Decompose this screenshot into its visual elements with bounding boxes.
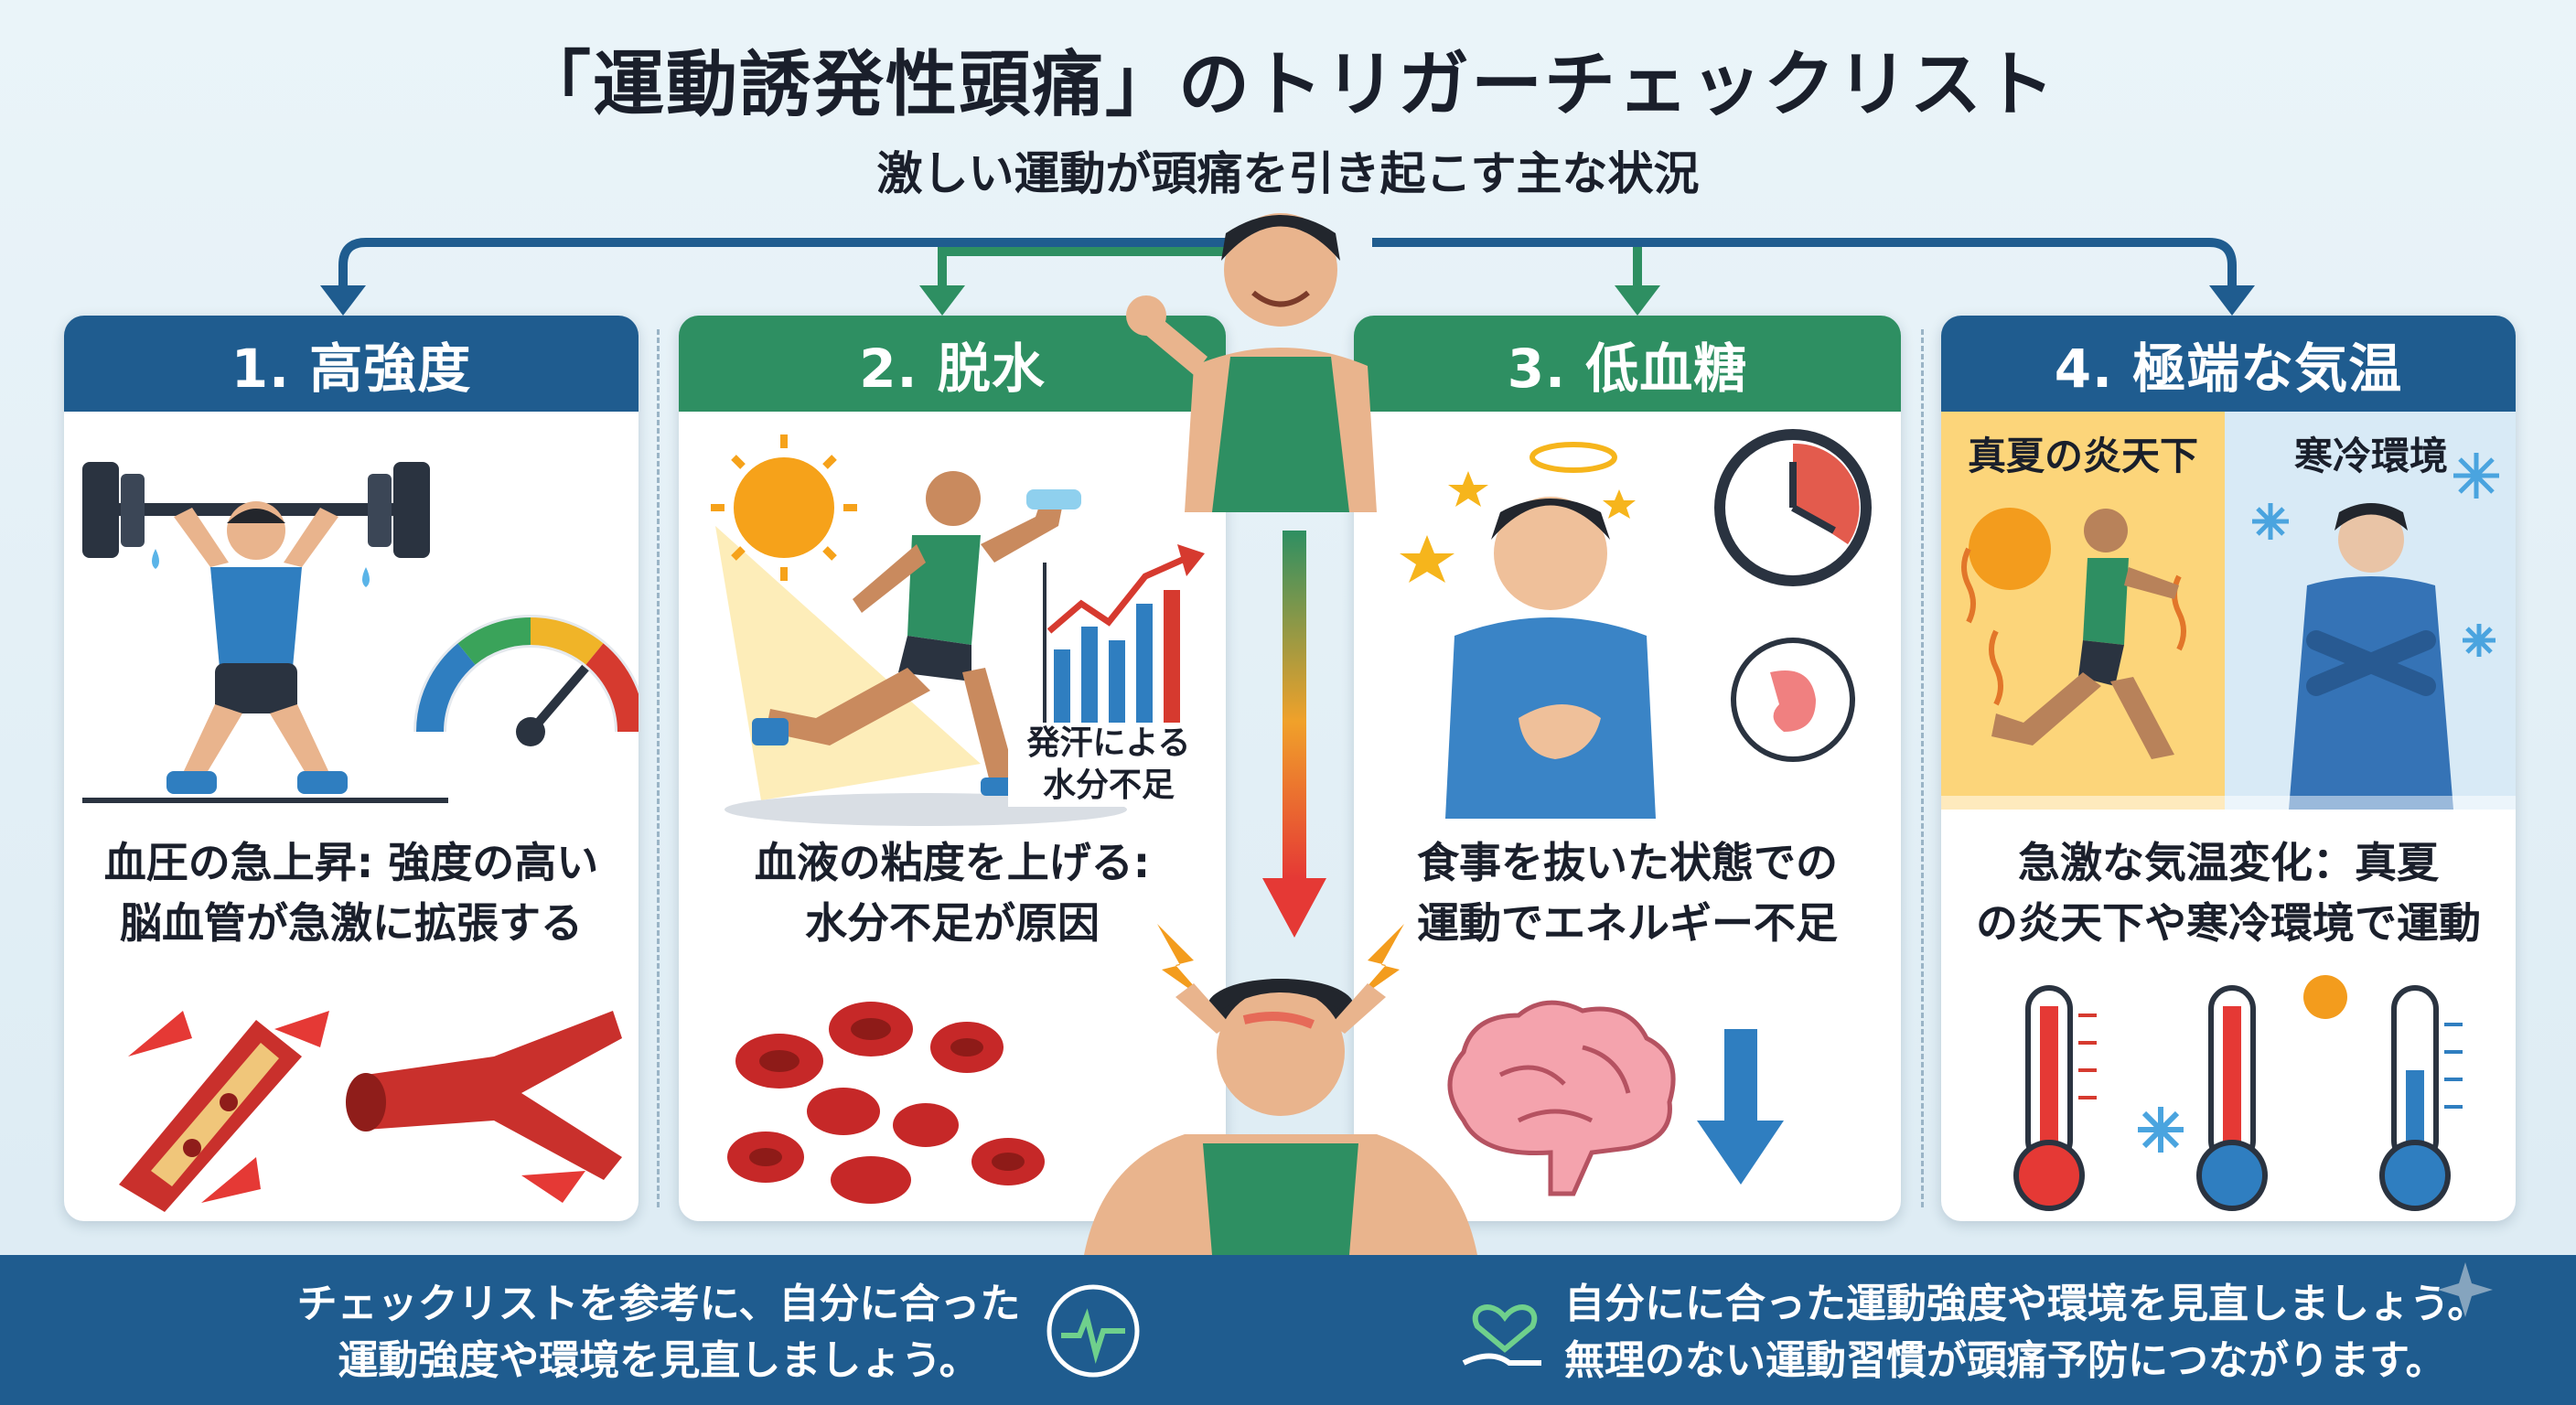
card-heading: 1. 高強度: [64, 316, 639, 412]
card-divider: [1921, 329, 1924, 1207]
footer-banner: [0, 1255, 2576, 1405]
brain-energy-down-icon: [1447, 1000, 1784, 1196]
temperature-scenes-icon: [1941, 412, 2516, 810]
tired-person-icon: [1400, 429, 1872, 819]
headache-person-illustration: [1084, 924, 1477, 1255]
chart-caption: 発汗による 水分不足: [1008, 723, 1209, 807]
card-description: 血液の粘度を上げる: 水分不足が原因: [754, 838, 1151, 948]
descent-arrow: [1262, 531, 1326, 938]
footer-left-message: チェックリストを参考に、自分に合った 運動強度や環境を見直しましょう。: [296, 1281, 1021, 1384]
card-high-intensity: 1. 高強度 血圧の急上昇: 強度の高い 脳血管が急激に拡張する: [64, 316, 639, 1221]
connector-arrows: [320, 238, 2255, 316]
weightlifter-icon: [82, 462, 639, 803]
runner-sun-icon: [711, 434, 1205, 826]
athlete-illustration: [1126, 213, 1377, 512]
card-heading: 4. 極端な気温: [1941, 316, 2516, 412]
card-low-blood-sugar: 3. 低血糖 食事を抜いた状態での 運動でエネルギー不足: [1354, 316, 1901, 1221]
card-heading: 3. 低血糖: [1354, 316, 1901, 412]
thermometers-icon: [2013, 975, 2463, 1211]
blood-vessel-icon: [119, 1011, 622, 1212]
footer-right-message: 自分にに合った運動強度や環境を見直しましょう。 無理のない運動習慣が頭痛予防につ…: [1564, 1281, 2488, 1384]
card-description: 食事を抜いた状態での 運動でエネルギー不足: [1417, 838, 1838, 948]
blood-cells-icon: [727, 1002, 1045, 1204]
page-title: 「運動誘発性頭痛」のトリガーチェックリスト: [519, 44, 2056, 126]
hot-scene-label: 真夏の炎天下: [1967, 434, 2198, 478]
sparkle-icon: [2438, 1262, 2493, 1317]
card-description: 急激な気温変化：真夏 の炎天下や寒冷環境で運動: [1976, 838, 2481, 948]
heart-hand-icon: [1462, 1304, 1541, 1366]
heartbeat-icon: [1046, 1284, 1140, 1378]
card-divider: [657, 329, 660, 1207]
cold-scene-label: 寒冷環境: [2293, 434, 2448, 478]
card-extreme-temperature: 4. 極端な気温 真夏の炎天下 寒冷環境 急激な気温変化：真夏 の炎天下や寒冷環…: [1941, 316, 2516, 1221]
card-description: 血圧の急上昇: 強度の高い 脳血管が急激に拡張する: [103, 838, 599, 948]
page-subtitle: 激しい運動が頭痛を引き起こす主な状況: [876, 147, 1700, 200]
